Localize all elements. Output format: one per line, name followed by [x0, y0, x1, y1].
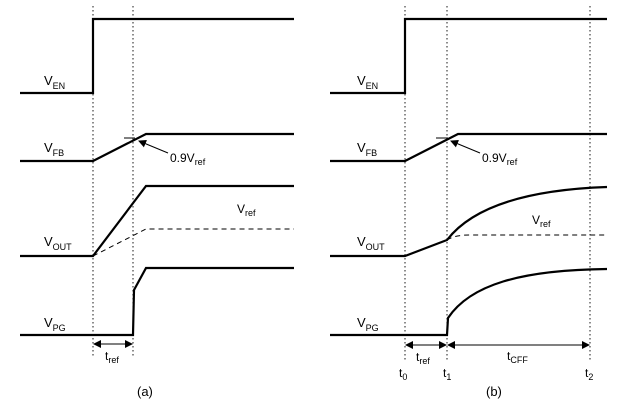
panel-b-tref-label: tref: [416, 350, 430, 366]
panel-b: VEN VFB 0.9Vref VOUT Vref VPG tref tCFF …: [330, 6, 608, 399]
panel-a-vref-label: Vref: [237, 202, 256, 218]
panel-b-vref-label: Vref: [532, 213, 551, 229]
panel-b-t1-marker: t1: [443, 366, 451, 382]
panel-b-ven-waveform: [330, 17, 607, 95]
panel-b-caption: (b): [486, 384, 502, 399]
panel-a-caption: (a): [137, 384, 153, 399]
panel-b-vpg-label: VPG: [357, 315, 379, 333]
panel-b-threshold-arrow: [450, 139, 481, 154]
panel-a-tref-label: tref: [105, 349, 119, 365]
panel-b-vpg-waveform: [330, 267, 608, 337]
panel-a-vpg-label: VPG: [44, 315, 66, 333]
panel-a-ven-label: VEN: [44, 73, 65, 91]
panel-a-threshold-arrow: [138, 139, 169, 154]
panel-a-vout-label: VOUT: [44, 234, 72, 252]
panel-b-t2-marker: t2: [585, 366, 593, 382]
panel-a-vpg-waveform: [20, 266, 294, 337]
panel-a-threshold-label: 0.9Vref: [170, 151, 206, 167]
panel-b-t0-marker: t0: [399, 366, 407, 382]
panel-b-vout-label: VOUT: [357, 234, 385, 252]
panel-b-vfb-label: VFB: [357, 140, 377, 158]
panel-b-tcff-label: tCFF: [507, 349, 528, 365]
panel-b-vref-dashed: [446, 234, 607, 241]
panel-a-vout-waveform: [20, 184, 294, 258]
panel-a-vfb-label: VFB: [44, 140, 64, 158]
panel-b-ven-label: VEN: [357, 73, 378, 91]
panel-b-vfb-waveform: [330, 132, 607, 163]
panel-b-threshold-label: 0.9Vref: [482, 151, 518, 167]
panel-a-vfb-waveform: [20, 132, 294, 163]
panel-a-ven-waveform: [20, 17, 294, 95]
panel-a: VEN VFB 0.9Vref VOUT Vref VPG tref (a): [20, 6, 294, 399]
panel-a-vref-dashed: [92, 228, 294, 257]
